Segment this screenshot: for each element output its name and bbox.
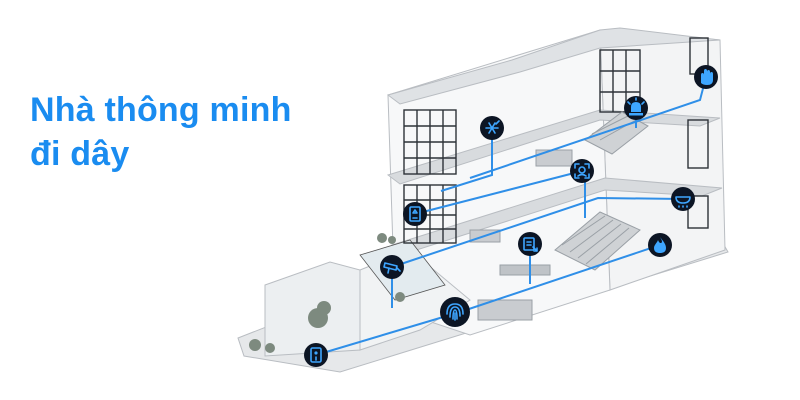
wall-tablet-icon[interactable] — [403, 202, 427, 226]
plants — [249, 233, 405, 353]
fire-alarm-icon[interactable] — [648, 233, 672, 257]
air-conditioner-icon[interactable] — [480, 116, 504, 140]
smoke-detector-icon[interactable] — [671, 187, 695, 211]
siren-icon[interactable] — [624, 96, 648, 120]
face-recognition-icon[interactable] — [570, 159, 594, 183]
windows — [403, 37, 709, 244]
smart-switch-icon[interactable] — [304, 343, 328, 367]
security-camera-icon[interactable] — [380, 255, 404, 279]
headline-line-1: Nhà thông minh — [30, 91, 292, 129]
control-panel-icon[interactable] — [518, 232, 542, 256]
fingerprint-lock-icon[interactable] — [440, 297, 470, 327]
hand-gesture-icon[interactable] — [694, 65, 718, 89]
headline: Nhà thông minh đi dây — [30, 88, 292, 176]
headline-line-2: đi dây — [30, 135, 130, 173]
